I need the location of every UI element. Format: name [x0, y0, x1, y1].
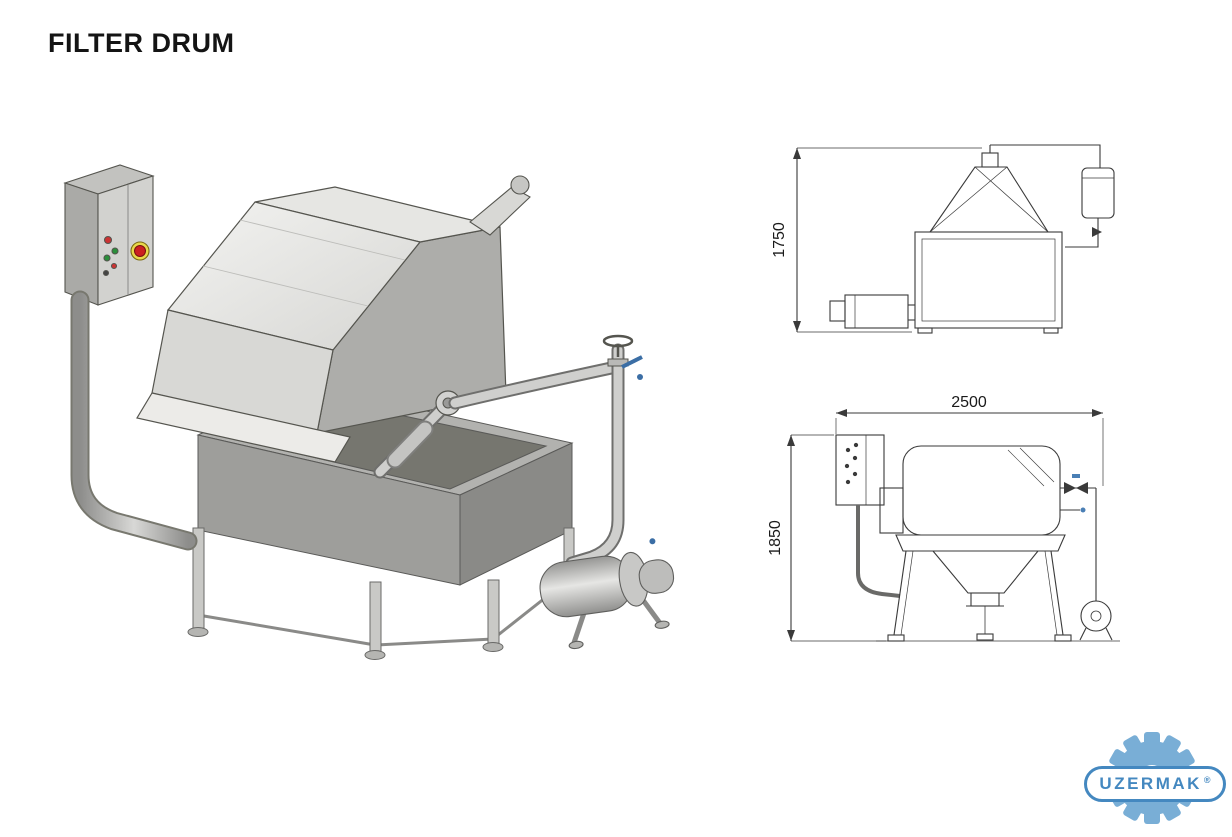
logo-banner: UZERMAK®: [1084, 766, 1226, 802]
valve-symbol: [1092, 227, 1102, 237]
pump-valve-blue: [649, 538, 656, 545]
front-view-drawing: 1750: [771, 144, 1115, 334]
side-width-label: 2500: [951, 394, 987, 411]
front-height-label: 1750: [771, 222, 788, 258]
indicator-red: [110, 262, 118, 270]
support-frame: [187, 527, 579, 660]
drum-housing: [136, 186, 507, 463]
logo-text: UZERMAK: [1099, 774, 1202, 793]
cip-tank: [1081, 167, 1115, 219]
page-title: FILTER DRUM: [48, 28, 235, 58]
inlet-funnel: [469, 175, 531, 236]
side-piping: [1060, 474, 1113, 641]
side-height-label: 1850: [767, 520, 784, 556]
side-hopper: [931, 550, 1040, 594]
valve-handle-blue: [621, 355, 643, 369]
side-height-dimension: [787, 434, 886, 642]
indicator-black: [102, 269, 110, 277]
side-pump-volute: [1080, 600, 1112, 632]
isometric-machine-drawing: [63, 164, 675, 660]
indicator-red: [103, 235, 113, 245]
side-view-machine: [835, 434, 1120, 642]
registered-mark: ®: [1203, 775, 1211, 785]
front-height-dimension: [793, 147, 982, 333]
drive-motor: [844, 294, 909, 329]
panel-support-pole: [70, 290, 198, 551]
tilt-actuator: [373, 390, 461, 479]
indicator-green: [103, 254, 111, 262]
emergency-stop-button: [133, 244, 147, 258]
front-view-machine: [829, 144, 1115, 334]
discharge-piping: [448, 334, 643, 570]
side-valve-blue: [1072, 474, 1080, 478]
pump-unit: [539, 538, 675, 650]
uzermak-logo: UZERMAK®: [1078, 728, 1228, 832]
side-width-dimension: [835, 409, 1104, 486]
discharge-lip: [136, 392, 351, 463]
indicator-green: [111, 247, 119, 255]
side-view-drawing: 2500 1850: [767, 394, 1120, 642]
side-drum-body: [902, 445, 1061, 536]
control-panel: [63, 164, 155, 306]
side-control-panel: [835, 434, 885, 506]
